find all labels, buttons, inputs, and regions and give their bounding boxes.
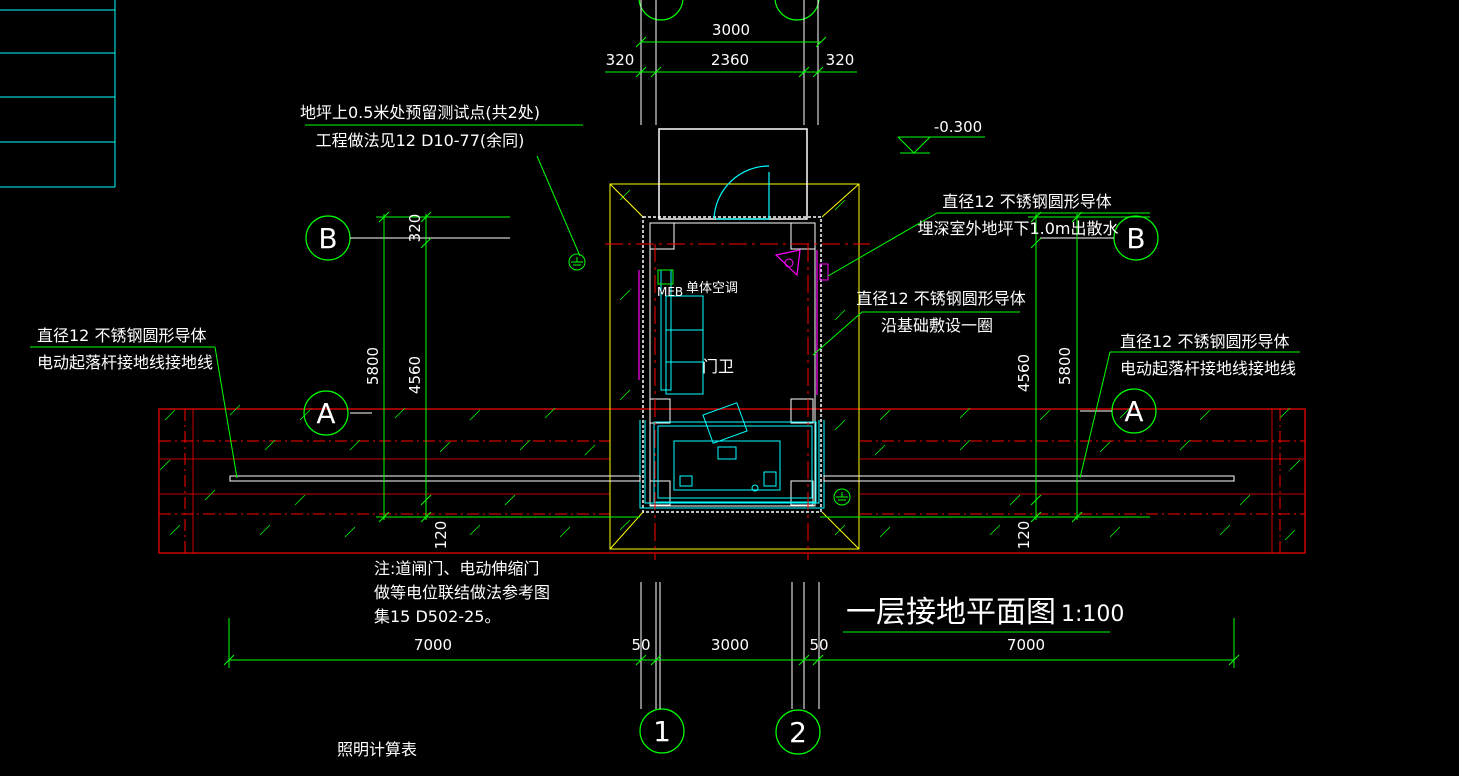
note-ring-1: 直径12 不锈钢圆形导体 (856, 289, 1025, 308)
svg-text:1: 1 (653, 715, 671, 748)
room-name: 门卫 (702, 357, 734, 376)
legend-table (0, 0, 116, 188)
dim-top-total: 3000 (712, 21, 750, 39)
axis-row-b-right: B (1113, 215, 1159, 261)
note-remark-3: 集15 D502-25。 (374, 607, 500, 626)
ac-label: 单体空调 (686, 281, 738, 296)
drawing-scale: 1:100 (1061, 602, 1124, 627)
axis-col-2-bottom: 2 (775, 709, 821, 755)
note-right-gate-1: 直径12 不锈钢圆形导体 (1120, 332, 1289, 351)
note-left-gate-1: 直径12 不锈钢圆形导体 (37, 326, 206, 345)
dim-left-outer: 5800 (364, 347, 382, 385)
dim-right-outer: 5800 (1056, 347, 1074, 385)
note-test-point-2: 工程做法见12 D10-77(余同) (316, 131, 525, 150)
meb-label: MEB (657, 285, 683, 299)
axis-leaders (350, 0, 1114, 709)
note-left-gate-2: 电动起落杆接地线接地线 (37, 353, 213, 372)
dim-left-bottom: 120 (432, 521, 450, 550)
svg-text:B: B (318, 222, 337, 255)
axis-row-a-right: A (1111, 388, 1157, 434)
ring-conductor (639, 420, 825, 509)
dim-bottom-gap-left: 50 (631, 636, 650, 654)
axis-col-2-top (774, 0, 820, 21)
dimension-lines (223, 36, 1240, 668)
svg-text:A: A (316, 397, 335, 430)
svg-text:A: A (1124, 395, 1143, 428)
slab-hatch (159, 189, 1301, 541)
dim-top-mid: 2360 (711, 51, 749, 69)
building-outline (609, 128, 860, 550)
level-value: -0.300 (934, 118, 982, 136)
note-remark-2: 做等电位联结做法参考图 (374, 583, 550, 602)
drawing-title: 一层接地平面图 (846, 595, 1056, 630)
svg-text:B: B (1126, 222, 1145, 255)
dim-bottom-gap-right: 50 (809, 636, 828, 654)
ground-symbol-left (568, 253, 586, 271)
axis-grid-lines (605, 243, 870, 560)
note-test-point-1: 地坪上0.5米处预留测试点(共2处) (300, 103, 540, 122)
dim-right-bottom: 120 (1015, 521, 1033, 550)
note-remark-1: 注:道闸门、电动伸缩门 (374, 559, 539, 578)
axis-row-b-left: B (305, 215, 351, 261)
dim-top-left: 320 (606, 51, 635, 69)
axis-col-1-bottom: 1 (639, 708, 685, 754)
dim-bottom-right: 7000 (1007, 636, 1045, 654)
dim-left-inner: 4560 (406, 356, 424, 394)
dim-bottom-mid: 3000 (711, 636, 749, 654)
dim-right-inner: 4560 (1015, 354, 1033, 392)
table-caption: 照明计算表 (337, 740, 417, 759)
axis-row-a-left: A (303, 390, 349, 436)
note-outlet-2: 埋深室外地坪下1.0m出散水 (917, 219, 1118, 238)
note-leaders (30, 124, 1300, 479)
svg-text:2: 2 (789, 716, 807, 749)
axis-col-1-top (638, 0, 684, 21)
interior-equipment (638, 249, 829, 503)
door (713, 165, 770, 220)
note-ring-2: 沿基础敷设一圈 (881, 316, 993, 335)
grounding-lead-bars (229, 475, 1235, 482)
dim-bottom-left: 7000 (414, 636, 452, 654)
ground-symbol-right (833, 488, 851, 506)
note-right-gate-2: 电动起落杆接地线接地线 (1120, 359, 1296, 378)
dim-top-right: 320 (826, 51, 855, 69)
note-outlet-1: 直径12 不锈钢圆形导体 (942, 192, 1111, 211)
dim-left-top: 320 (406, 214, 424, 243)
level-marker (897, 136, 985, 154)
